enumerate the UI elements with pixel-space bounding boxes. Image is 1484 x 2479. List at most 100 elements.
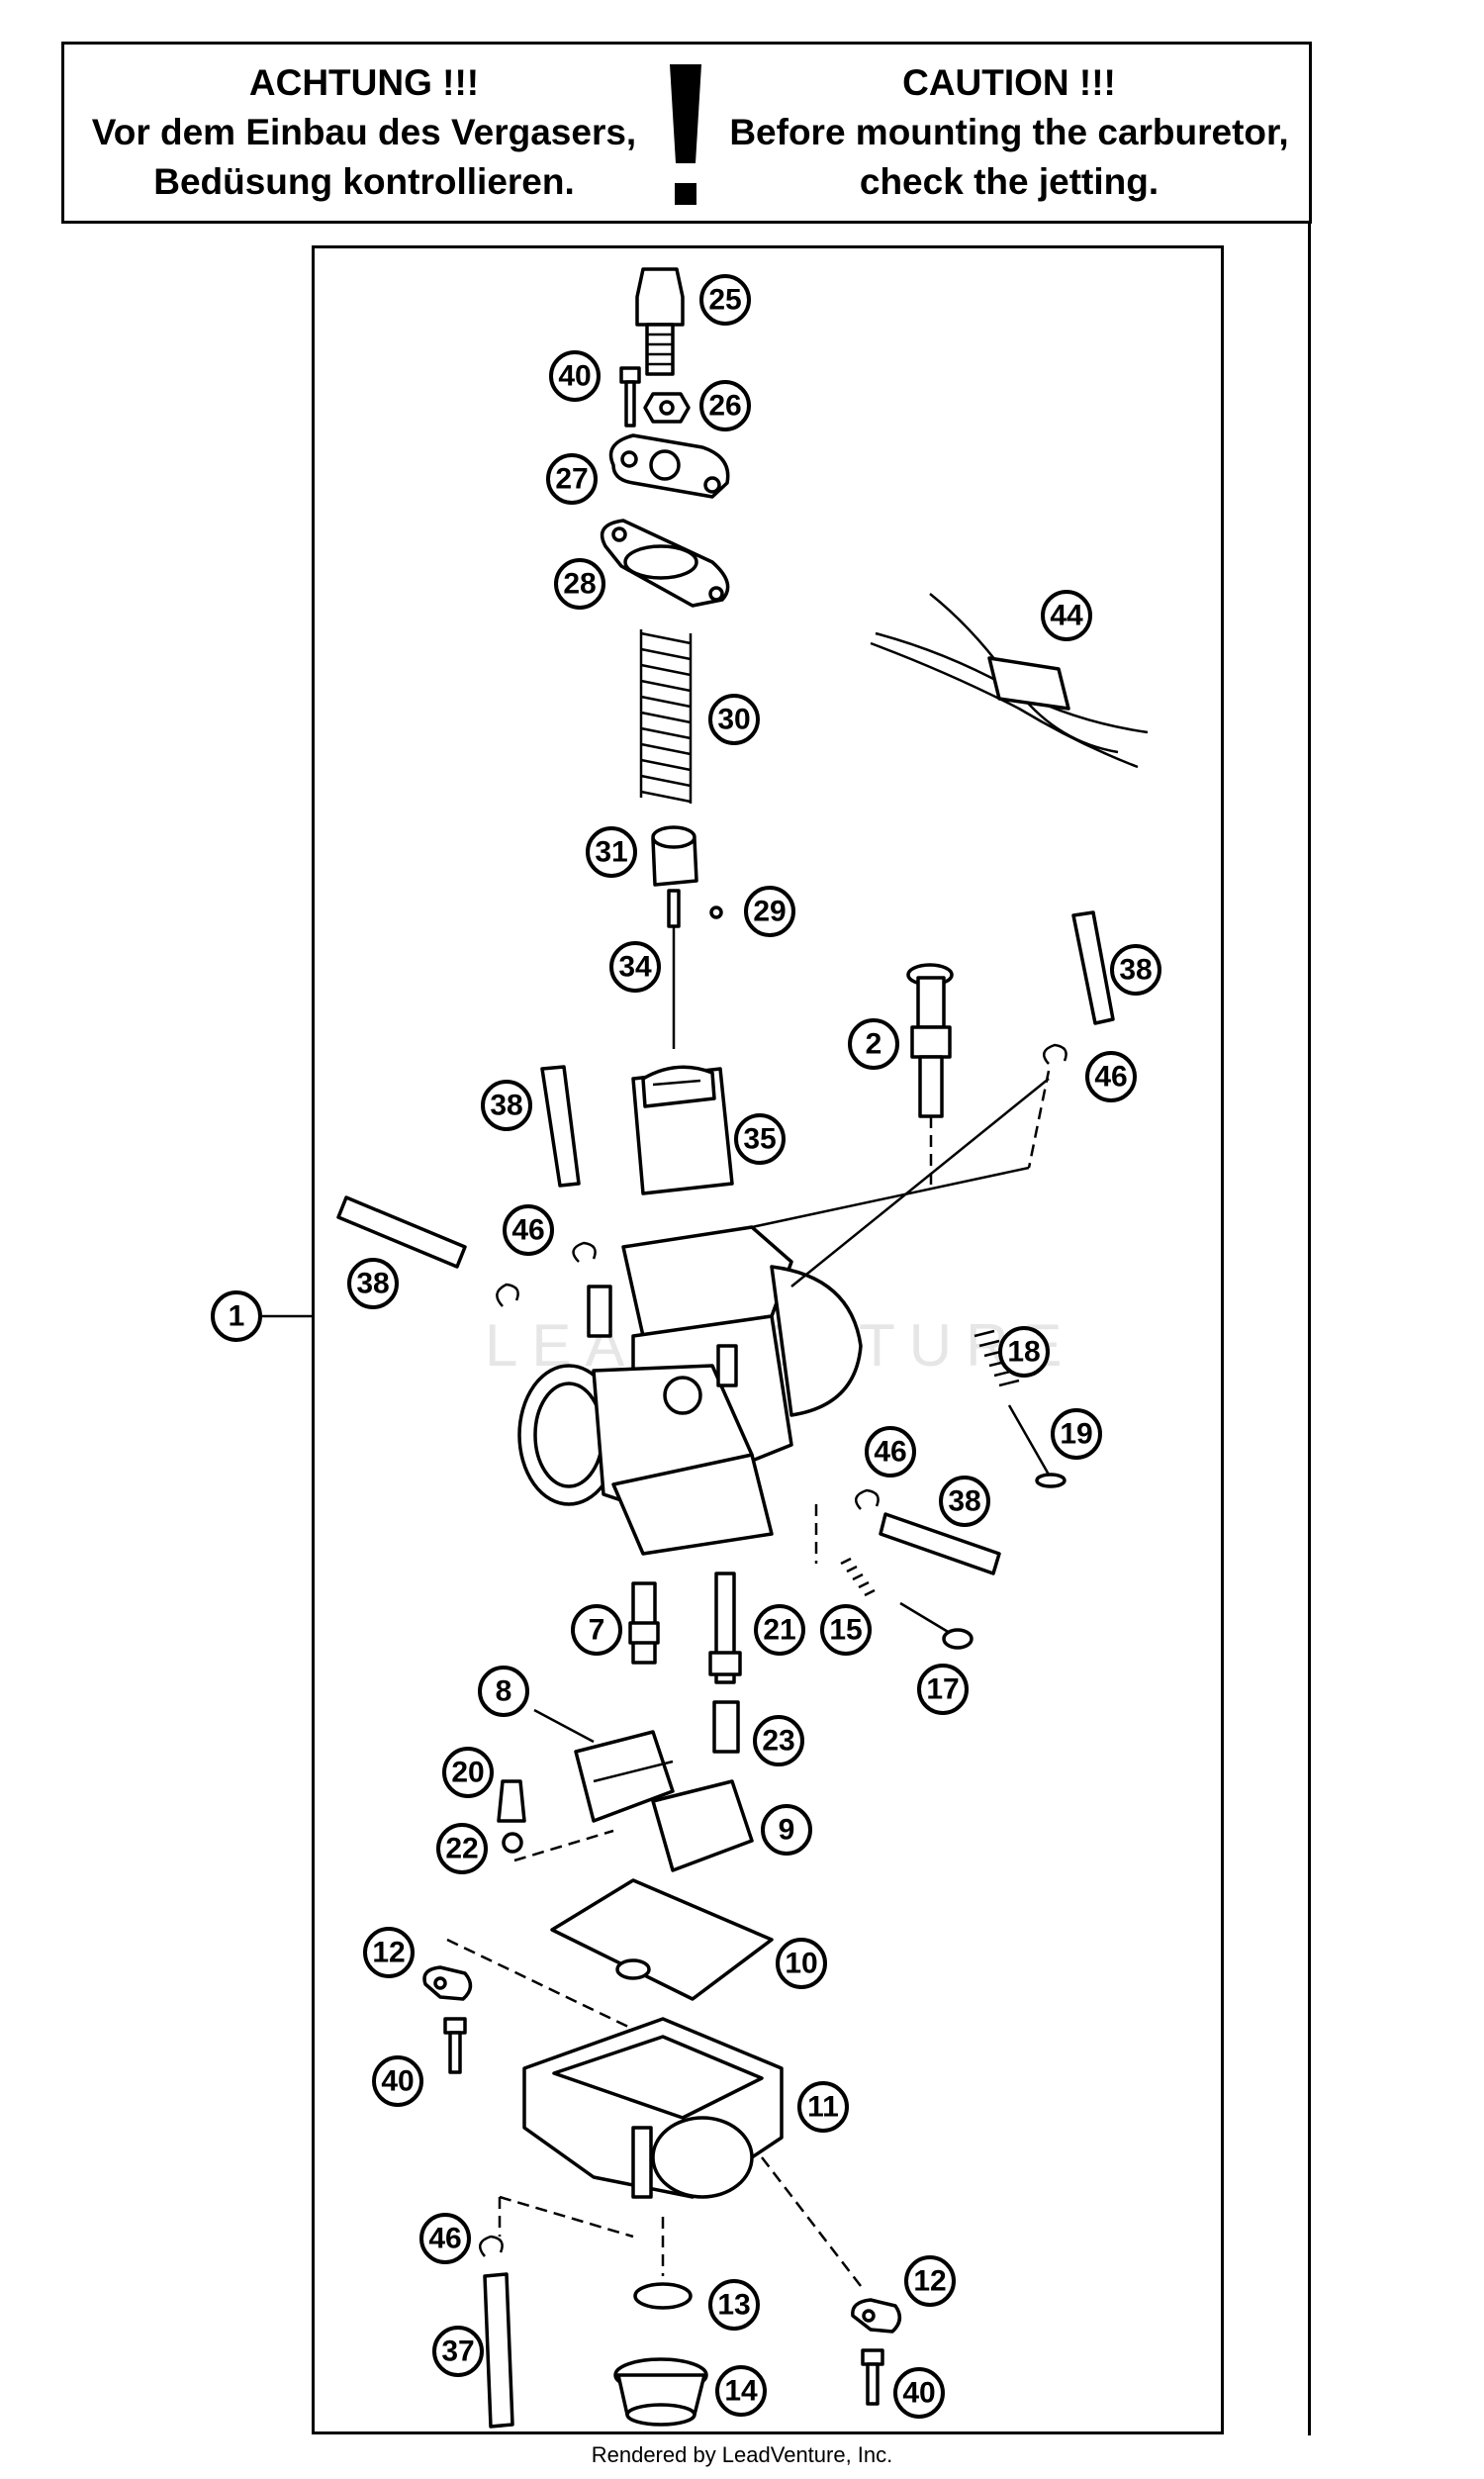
part-15-spring: [814, 1504, 876, 1597]
callout-40-top: 40: [549, 350, 601, 402]
part-23-main-jet: [712, 1700, 740, 1754]
callout-46-right: 46: [865, 1426, 916, 1478]
callout-19: 19: [1051, 1408, 1102, 1460]
svg-text:21: 21: [763, 1614, 795, 1647]
svg-text:7: 7: [589, 1614, 605, 1647]
part-37-overflow-hose: [483, 2272, 514, 2429]
german-warning-line-2: Bedüsung kontrollieren.: [153, 161, 575, 202]
exclamation-icon: [670, 64, 701, 205]
part-17-air-screw: [899, 1601, 974, 1650]
callout-46-upper-right: 46: [1085, 1051, 1137, 1102]
svg-text:38: 38: [1119, 954, 1152, 987]
callout-9: 9: [761, 1804, 812, 1856]
part-25-cable-adjuster: [635, 267, 685, 376]
callout-31: 31: [586, 826, 637, 878]
part-38-vent-hose-top-right: [1071, 910, 1115, 1025]
callout-17: 17: [917, 1664, 969, 1715]
english-warning-title: CAUTION !!!: [902, 62, 1116, 103]
callout-21: 21: [754, 1604, 805, 1656]
callout-34: 34: [609, 941, 661, 993]
part-19-throttle-stop-screw: [1007, 1404, 1067, 1488]
part-27-cover-plate: [608, 433, 730, 499]
callout-2: 2: [848, 1018, 899, 1070]
svg-text:9: 9: [779, 1814, 795, 1847]
part-46-clip-left: [496, 1283, 519, 1307]
callout-27: 27: [546, 453, 598, 505]
callout-18: 18: [998, 1326, 1050, 1378]
svg-text:22: 22: [445, 1833, 478, 1865]
svg-text:8: 8: [496, 1675, 512, 1708]
svg-text:34: 34: [618, 951, 652, 984]
part-7-pilot-jet: [628, 1581, 660, 1665]
part-38-vent-hose-far-left: [336, 1195, 467, 1269]
svg-text:26: 26: [708, 390, 741, 423]
svg-text:11: 11: [807, 2091, 839, 2124]
part-46-clip-mid: [572, 1241, 597, 1263]
part-29-clip: [709, 906, 723, 919]
svg-text:27: 27: [555, 463, 588, 496]
callout-28: 28: [554, 558, 605, 610]
part-12-bracket-left: [422, 1938, 654, 2041]
callout-38-right: 38: [939, 1476, 990, 1527]
part-12-bracket-right: [761, 2156, 902, 2334]
svg-text:23: 23: [762, 1725, 794, 1758]
part-35-throttle-slide: [631, 1065, 734, 1195]
callout-46-mid: 46: [503, 1204, 554, 1256]
part-46-clip-right: [854, 1488, 880, 1510]
svg-text:29: 29: [753, 896, 786, 928]
svg-text:28: 28: [563, 568, 596, 601]
part-30-spring: [639, 629, 693, 804]
part-38-vent-hose-right: [879, 1512, 1001, 1575]
svg-text:38: 38: [948, 1485, 980, 1518]
part-2-idle-screw: [906, 963, 954, 1188]
callout-30: 30: [708, 694, 760, 745]
part-40-screw-top: [619, 366, 641, 428]
svg-text:15: 15: [829, 1614, 862, 1647]
svg-text:12: 12: [372, 1937, 405, 1969]
callout-26: 26: [699, 380, 751, 431]
svg-text:40: 40: [558, 360, 591, 393]
callout-10: 10: [776, 1938, 827, 1989]
part-1-carburetor-body: [517, 1078, 1050, 1556]
part-14-drain-plug: [613, 2357, 708, 2427]
part-11-float-bowl: [522, 2017, 784, 2199]
svg-text:46: 46: [874, 1436, 906, 1469]
svg-text:46: 46: [511, 1214, 544, 1247]
svg-text:18: 18: [1007, 1336, 1040, 1369]
english-warning-line-2: check the jetting.: [859, 161, 1159, 202]
part-46-clip-upper-right: [1027, 1043, 1067, 1169]
german-warning-line-1: Vor dem Einbau des Vergasers,: [91, 112, 637, 152]
callout-38-far-left: 38: [347, 1258, 399, 1309]
callout-15: 15: [820, 1604, 872, 1656]
english-warning-line-1: Before mounting the carburetor,: [729, 112, 1289, 152]
svg-text:38: 38: [356, 1268, 389, 1300]
rendered-by-footer: Rendered by LeadVenture, Inc.: [591, 2442, 893, 2467]
callout-37: 37: [432, 2326, 484, 2377]
part-34-jet-needle: [667, 889, 681, 1049]
callout-7: 7: [571, 1604, 622, 1656]
svg-text:14: 14: [724, 2375, 758, 2408]
svg-text:17: 17: [926, 1673, 959, 1706]
part-38-vent-hose-left: [540, 1065, 581, 1188]
callout-13: 13: [708, 2279, 760, 2331]
part-9-float: [574, 1730, 754, 1872]
part-46-clip-bottom: [478, 2195, 634, 2257]
callout-22: 22: [436, 1823, 488, 1874]
callout-14: 14: [715, 2365, 767, 2417]
part-40-screw-bottom: [861, 2348, 884, 2406]
svg-text:46: 46: [428, 2223, 461, 2255]
callout-8: 8: [478, 1666, 529, 1717]
svg-text:46: 46: [1094, 1061, 1127, 1094]
svg-text:10: 10: [785, 1948, 817, 1980]
svg-text:2: 2: [866, 1028, 882, 1061]
callout-38-top-right: 38: [1110, 944, 1161, 996]
callout-1: 1: [211, 1290, 262, 1342]
callout-44: 44: [1041, 590, 1092, 641]
svg-text:38: 38: [490, 1090, 522, 1122]
part-18-spring: [974, 1329, 1020, 1387]
callout-40-left: 40: [372, 2055, 423, 2107]
svg-text:12: 12: [913, 2265, 946, 2298]
diagram-frame: [312, 245, 1224, 2434]
callout-11: 11: [797, 2081, 849, 2133]
part-21-needle-jet: [708, 1572, 742, 1684]
